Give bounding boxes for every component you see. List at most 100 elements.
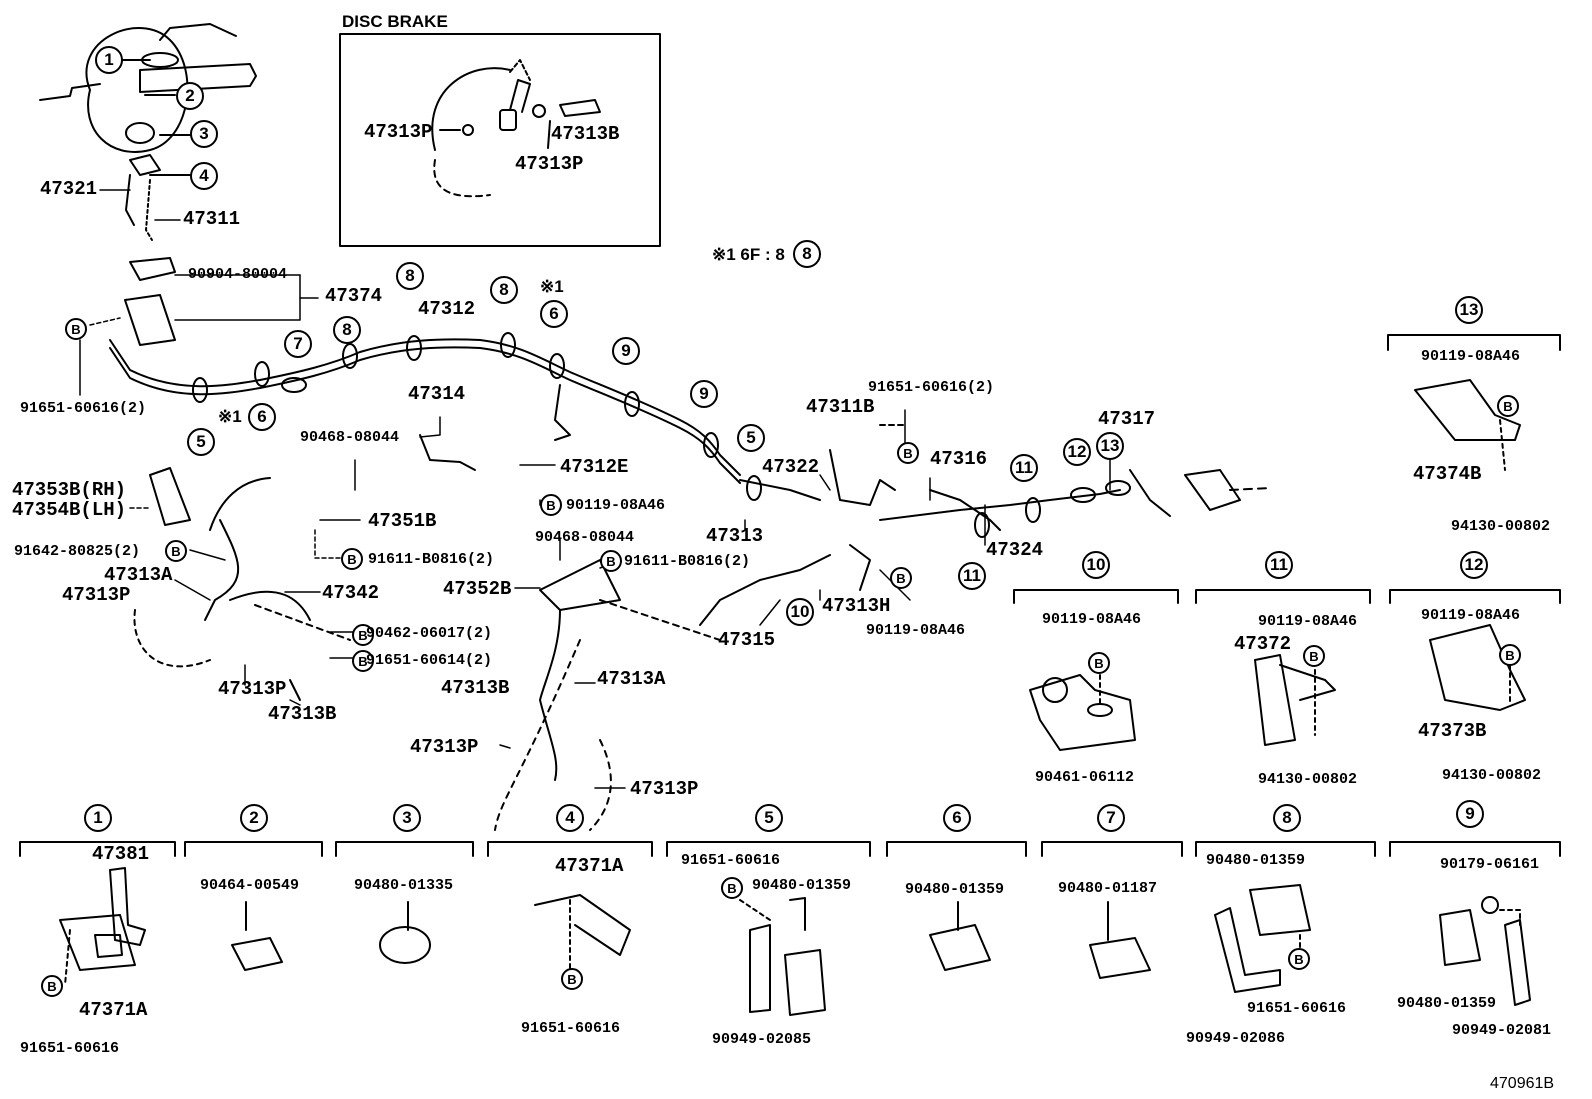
callout-8-note: 8 [793, 240, 821, 268]
b-callout-3: B [341, 548, 363, 570]
label-47324: 47324 [986, 539, 1044, 561]
label-5-91651: 91651-60616 [681, 852, 781, 869]
label-47372: 47372 [1234, 633, 1292, 655]
label-47311: 47311 [183, 208, 241, 230]
section-7-callout: 7 [1097, 804, 1125, 832]
label-47374B: 47374B [1413, 463, 1482, 485]
b-callout-13: B [1499, 644, 1521, 666]
b-callout-9: B [890, 567, 912, 589]
callout-5a: 5 [187, 428, 215, 456]
b-callout-14: B [41, 975, 63, 997]
b-callout-12: B [1303, 645, 1325, 667]
label-47313: 47313 [706, 525, 764, 547]
section-13-callout: 13 [1455, 296, 1483, 324]
label-47322: 47322 [762, 456, 820, 478]
label-90904-80004: 90904-80004 [188, 266, 288, 283]
section-1-callout: 1 [84, 804, 112, 832]
label-90480-01335: 90480-01335 [354, 877, 454, 894]
label-47342: 47342 [322, 582, 380, 604]
b-callout-7: B [600, 550, 622, 572]
label-47313P-c: 47313P [410, 736, 479, 758]
callout-9b: 9 [690, 380, 718, 408]
callout-8c: 8 [333, 316, 361, 344]
model-note: ※1 6F : 8 [712, 245, 785, 264]
callout-2: 2 [176, 82, 204, 110]
section-12-callout: 12 [1460, 551, 1488, 579]
callout-11b: 11 [958, 562, 986, 590]
section-3-callout: 3 [393, 804, 421, 832]
section-1-drawing [59, 867, 146, 986]
label-47381: 47381 [92, 843, 150, 865]
section-10-callout: 10 [1082, 551, 1110, 579]
label-disc-47313P-bottom: 47313P [515, 153, 584, 175]
label-12-90119: 90119-08A46 [1421, 607, 1521, 624]
leader-lines [79, 189, 1111, 789]
label-11-90119: 90119-08A46 [1258, 613, 1358, 630]
label-47371A-a: 47371A [79, 999, 148, 1021]
section-12-drawing [1429, 624, 1526, 711]
main-brake-lines [109, 338, 1171, 626]
label-47313H: 47313H [822, 595, 891, 617]
label-47312E: 47312E [560, 456, 629, 478]
callout-4: 4 [190, 162, 218, 190]
rear-hose-drawing [494, 559, 721, 831]
label-disc-47313P-left: 47313P [364, 121, 433, 143]
label-90119-08A46b: 90119-08A46 [866, 622, 966, 639]
label-47374: 47374 [325, 285, 383, 307]
section-headers [19, 334, 1561, 857]
b-callout-6: B [352, 650, 374, 672]
label-90949-02081: 90949-02081 [1452, 1022, 1552, 1039]
label-11-94130: 94130-00802 [1258, 771, 1358, 788]
master-cylinder-drawing [39, 23, 257, 241]
callout-6b: 6 [248, 403, 276, 431]
label-90461-06112: 90461-06112 [1035, 769, 1135, 786]
label-disc-47313B: 47313B [551, 123, 620, 145]
section-5-drawing [739, 897, 826, 1016]
note-mark-1: ※1 [540, 277, 564, 296]
section-3-drawing [379, 901, 431, 964]
b-callout-11: B [1088, 652, 1110, 674]
label-9-90480-01359: 90480-01359 [1397, 995, 1497, 1012]
callout-12: 12 [1063, 438, 1091, 466]
b-callout-8: B [897, 442, 919, 464]
label-8-91651: 91651-60616 [1247, 1000, 1347, 1017]
label-47313P-a: 47313P [62, 584, 131, 606]
section-8-drawing [1214, 884, 1311, 993]
label-91651-60614: 91651-60614(2) [366, 652, 493, 669]
section-5-callout: 5 [755, 804, 783, 832]
label-91642-80825: 91642-80825(2) [14, 543, 141, 560]
label-4-91651: 91651-60616 [521, 1020, 621, 1037]
callout-8a: 8 [396, 262, 424, 290]
section-6-callout: 6 [943, 804, 971, 832]
b-callout-17: B [1288, 948, 1310, 970]
callout-10: 10 [786, 598, 814, 626]
label-47313A-b: 47313A [597, 668, 666, 690]
callout-8b: 8 [490, 276, 518, 304]
label-90179-06161: 90179-06161 [1440, 856, 1540, 873]
section-10-drawing [1029, 674, 1136, 751]
label-90462-06017: 90462-06017(2) [366, 625, 493, 642]
label-90949-02086: 90949-02086 [1186, 1030, 1286, 1047]
label-91611-B0816-2a: 91611-B0816(2) [368, 551, 495, 568]
b-callout-15: B [561, 968, 583, 990]
label-90468-08044a: 90468-08044 [300, 429, 400, 446]
label-47321: 47321 [40, 178, 98, 200]
section-6-drawing [929, 901, 991, 971]
section-11-callout: 11 [1265, 551, 1293, 579]
b-callout-1: B [65, 318, 87, 340]
label-47311B: 47311B [806, 396, 875, 418]
callout-11a: 11 [1010, 454, 1038, 482]
note-mark-2: ※1 [218, 407, 242, 426]
callout-9a: 9 [612, 337, 640, 365]
label-91611-B0816-2b: 91611-B0816(2) [624, 553, 751, 570]
label-90480-01187: 90480-01187 [1058, 880, 1158, 897]
label-90468-08044b: 90468-08044 [535, 529, 635, 546]
label-47317: 47317 [1098, 408, 1156, 430]
label-91651-60616-2b: 91651-60616(2) [868, 379, 995, 396]
callout-13: 13 [1096, 432, 1124, 460]
label-90949-02085: 90949-02085 [712, 1031, 812, 1048]
label-47315: 47315 [718, 629, 776, 651]
label-47353B: 47353B(RH) [12, 479, 127, 501]
label-47313B-b: 47313B [441, 677, 510, 699]
